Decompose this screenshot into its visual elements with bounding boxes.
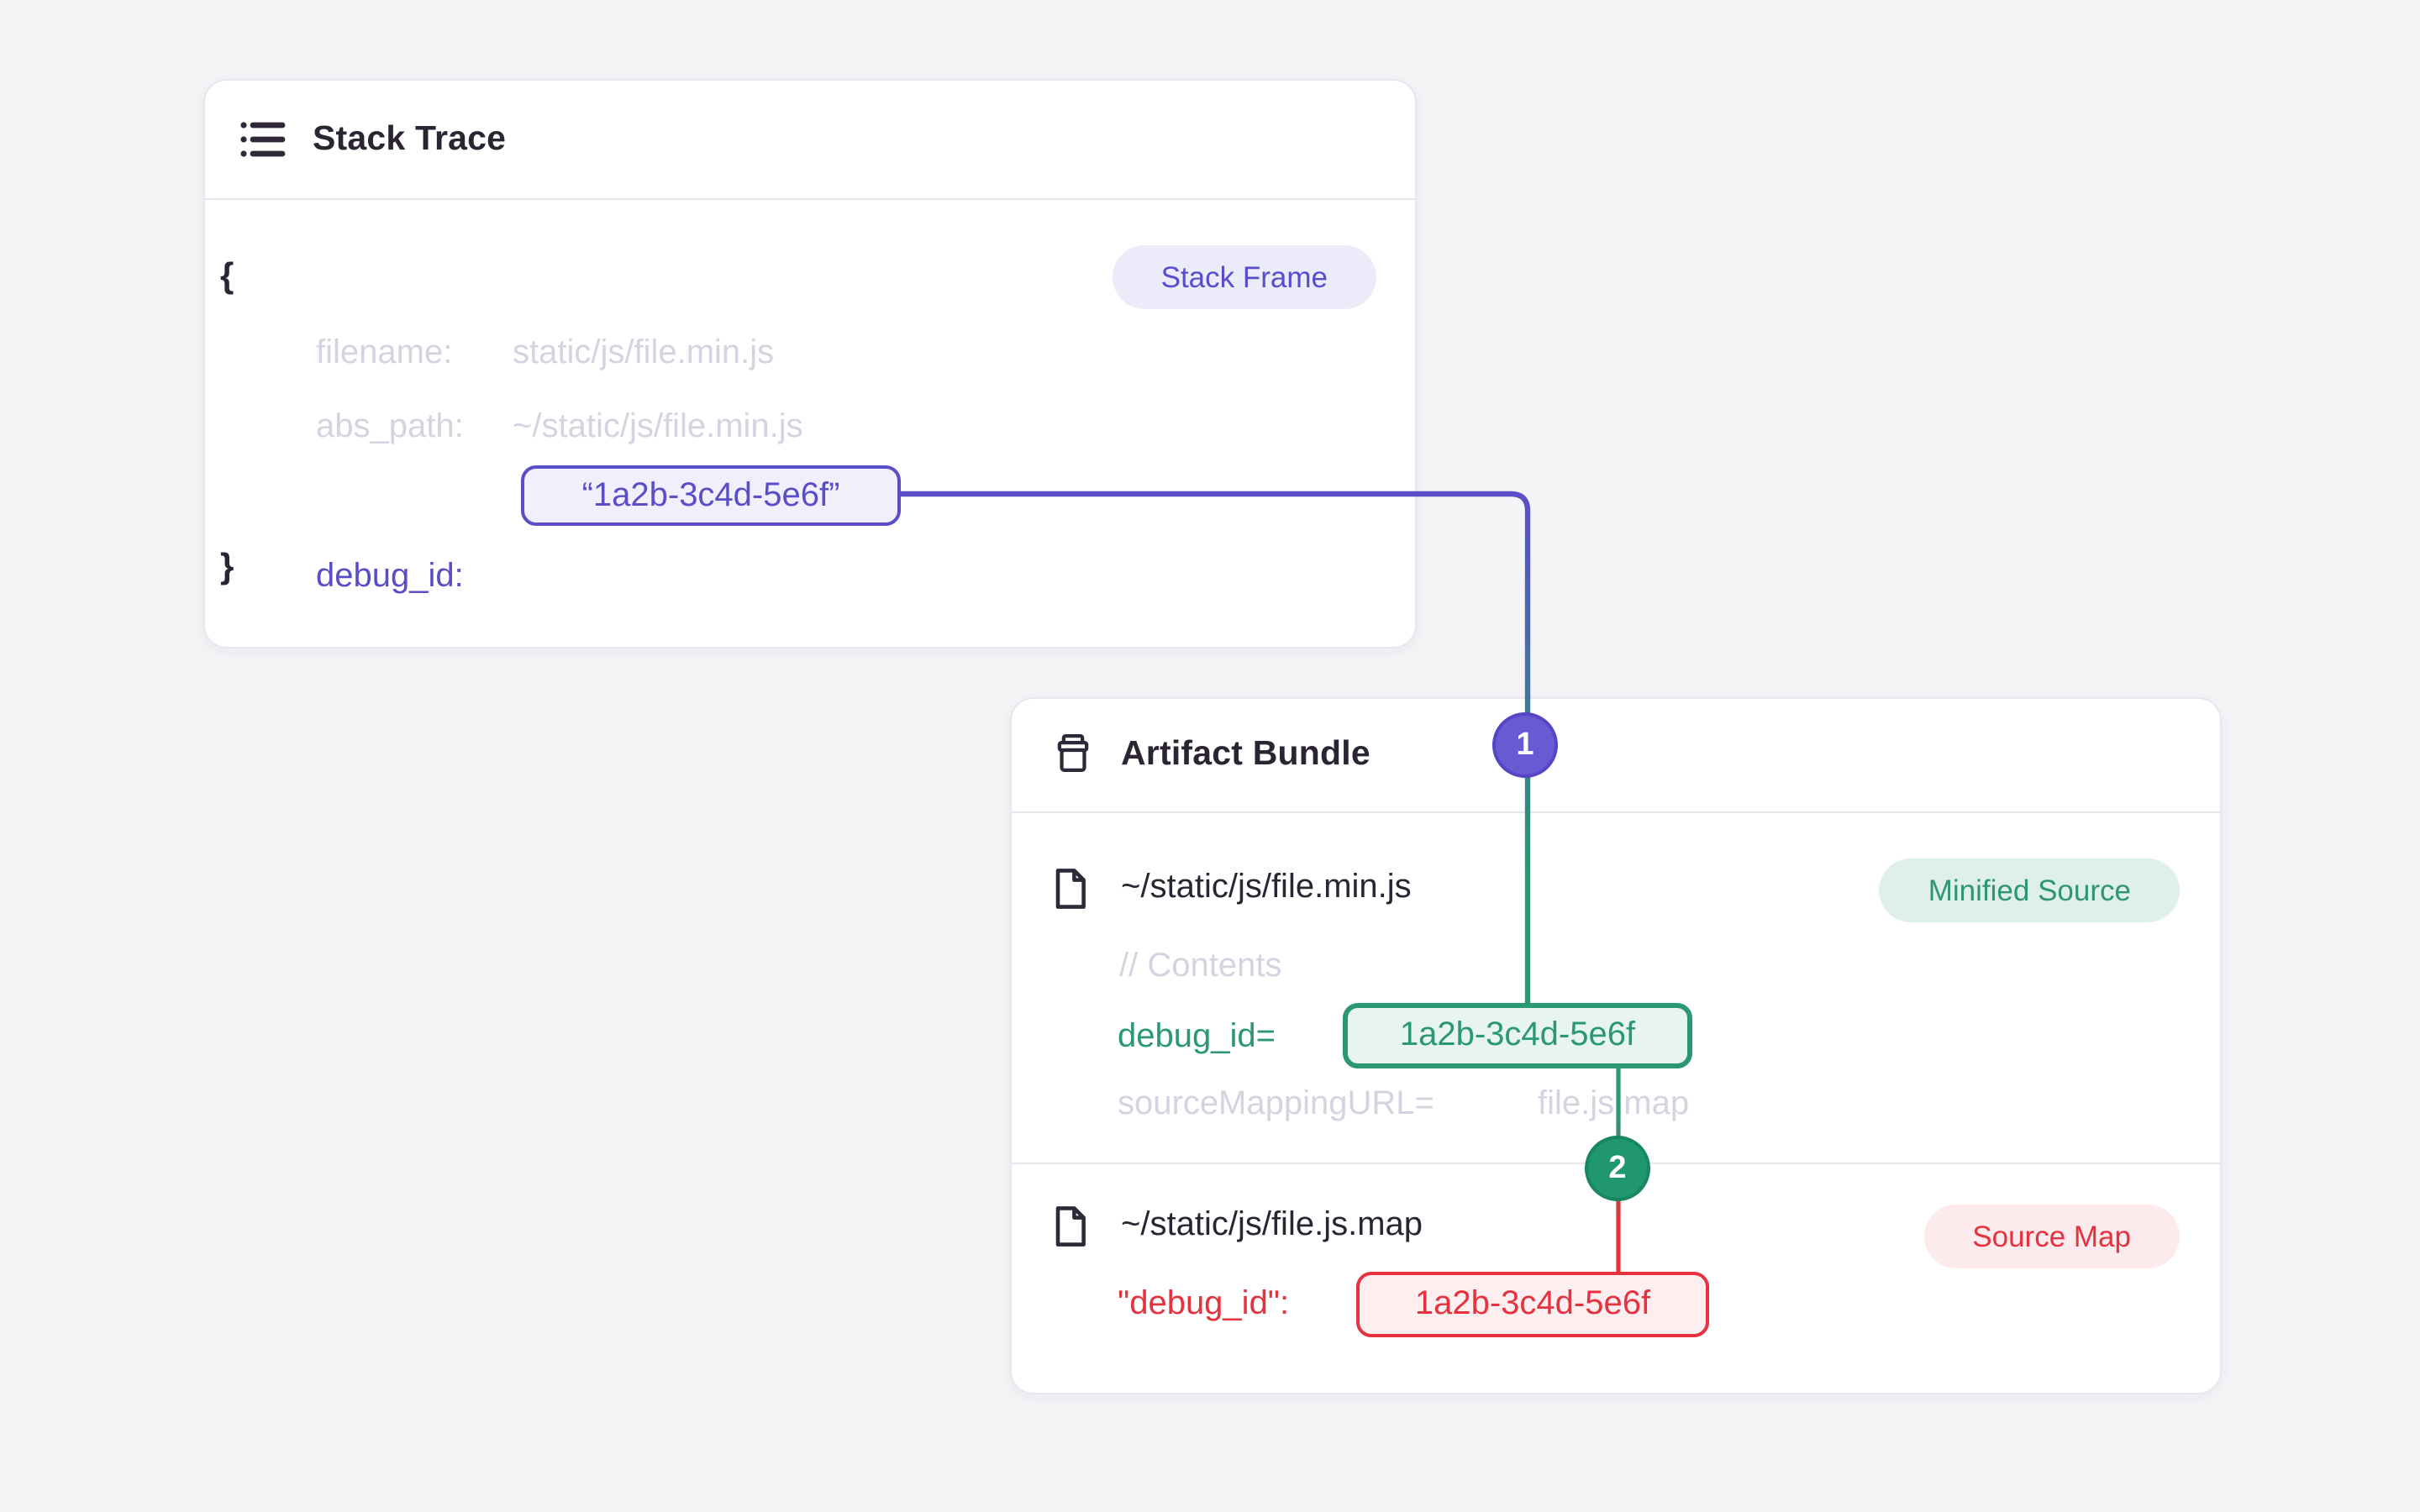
- json-close-brace: }: [220, 548, 234, 586]
- filename-value: static/js/file.min.js: [513, 334, 775, 371]
- filename-label: filename:: [316, 334, 453, 371]
- abs-path-label: abs_path:: [316, 408, 464, 445]
- minified-source-badge: Minified Source: [1879, 858, 2180, 922]
- step-marker-2: 2: [1585, 1136, 1650, 1201]
- bundle-debug-id-value-box: 1a2b-3c4d-5e6f: [1343, 1003, 1692, 1068]
- step-marker-1: 1: [1492, 712, 1558, 778]
- file-icon: [1052, 867, 1089, 911]
- minified-file-path: ~/static/js/file.min.js: [1121, 869, 1412, 906]
- artifact-bundle-header: Artifact Bundle: [1012, 699, 2220, 812]
- stack-trace-title: Stack Trace: [313, 119, 507, 158]
- contents-comment: // Contents: [1119, 948, 1282, 984]
- artifact-bundle-card: Artifact Bundle ~/static/js/file.min.js …: [1010, 697, 2222, 1394]
- source-mapping-url-label: sourceMappingURL=: [1118, 1085, 1434, 1122]
- stack-frame-badge: Stack Frame: [1112, 245, 1376, 309]
- map-debug-id-value-box: 1a2b-3c4d-5e6f: [1356, 1272, 1709, 1337]
- source-map-badge: Source Map: [1923, 1205, 2180, 1268]
- source-mapping-url-value: file.js.map: [1538, 1085, 1690, 1122]
- map-debug-id-label: "debug_id":: [1118, 1285, 1290, 1322]
- file-icon: [1052, 1205, 1089, 1248]
- json-open-brace: {: [220, 257, 234, 296]
- abs-path-value: ~/static/js/file.min.js: [513, 408, 803, 445]
- source-map-file-path: ~/static/js/file.js.map: [1121, 1206, 1423, 1243]
- debug-id-value-box: “1a2b-3c4d-5e6f”: [521, 465, 901, 526]
- stack-trace-header: Stack Trace: [205, 81, 1415, 200]
- bundle-debug-id-label: debug_id=: [1118, 1018, 1276, 1055]
- list-icon: [240, 119, 286, 160]
- stack-trace-card: Stack Trace { Stack Frame filename: stat…: [203, 79, 1417, 648]
- archive-icon: [1052, 733, 1094, 777]
- debug-id-label: debug_id:: [316, 558, 464, 595]
- artifact-bundle-title: Artifact Bundle: [1121, 734, 1370, 774]
